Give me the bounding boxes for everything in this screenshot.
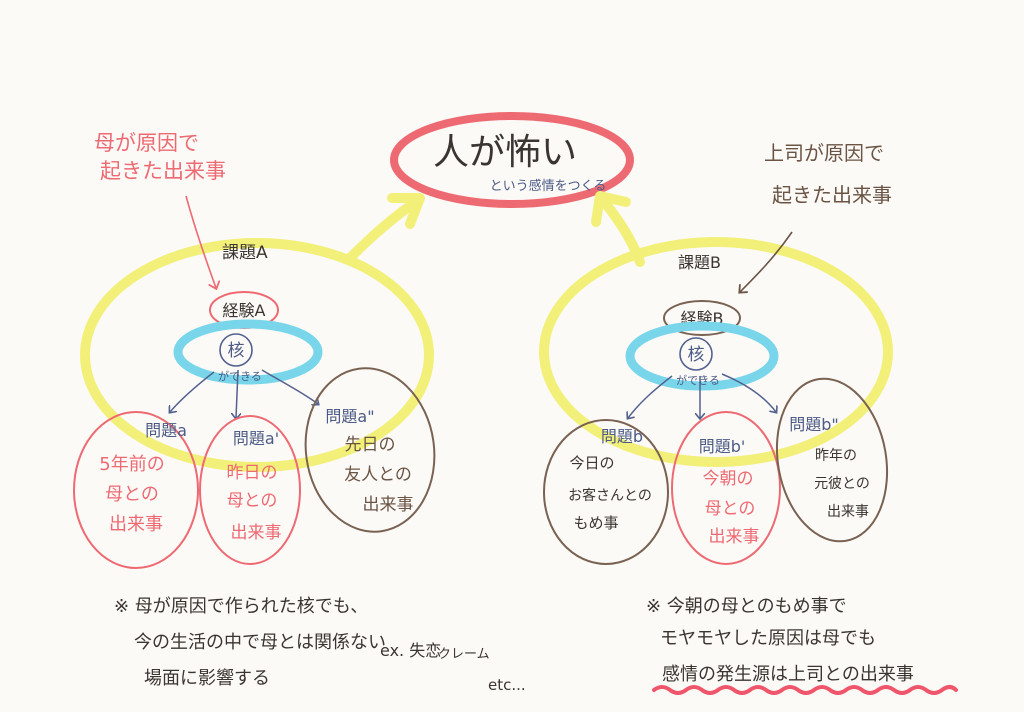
yellow-arrow-left [345, 193, 425, 263]
left-problem-a-line2: 母との [105, 484, 159, 505]
left-branch-arrow-a2 [236, 369, 238, 418]
left-cause-arrow [185, 195, 216, 288]
left-problem-a-prime-label: 問題a' [233, 429, 279, 448]
right-cause-arrow [740, 231, 793, 292]
right-problem-b-line1: 今日の [569, 454, 614, 472]
left-problem-a-line1: 5年前の [99, 454, 164, 475]
left-cause-line1: 母が原因で [94, 131, 199, 155]
right-branch-arrow-b [628, 375, 673, 418]
left-problem-a: 問題a 5年前の 母との 出来事 [73, 411, 199, 569]
right-cause-line1: 上司が原因で [764, 141, 884, 165]
title-group: 人が怖い という感情をつくる [390, 112, 634, 208]
left-problem-a-dprime-line1: 先日の [345, 435, 396, 455]
right-problem-b-line3: もめ事 [573, 514, 618, 532]
right-problem-b-dprime-line1: 昨年の [815, 448, 857, 464]
right-core-label: 核 [688, 345, 705, 365]
left-ex-line3: etc... [488, 676, 526, 694]
left-ex-line1: ex. 失恋 [380, 641, 441, 660]
left-yellow-ring [80, 238, 434, 472]
right-problem-b-dprime-line3: 出来事 [827, 504, 869, 520]
right-core-caption: ができる [676, 373, 720, 387]
right-task-label: 課題B [678, 253, 721, 272]
left-core-caption: ができる [218, 369, 262, 383]
right-note: ※ 今朝の母とのもめ事で モヤモヤした原因は母でも 感情の発生源は上司との出来事 [646, 596, 958, 695]
left-branch-arrow-a3 [261, 369, 318, 404]
left-problem-a-prime-line1: 昨日の [227, 463, 278, 483]
left-cyan-ring [173, 319, 323, 385]
right-core-circle [679, 337, 713, 371]
right-note-line3: 感情の発生源は上司との出来事 [662, 664, 914, 685]
left-ex-line2: クレーム [438, 647, 490, 662]
left-problem-a-dprime-line3: 出来事 [363, 495, 414, 515]
left-task-label: 課題A [222, 243, 268, 263]
left-core-label: 核 [228, 341, 245, 361]
right-problem-b-dprime-label: 問題b" [789, 415, 839, 434]
right-problem-b-prime-label: 問題b' [699, 437, 746, 456]
title-sub: という感情をつくる [490, 178, 607, 194]
title-main: 人が怖い [433, 132, 577, 173]
left-note-line2: 今の生活の中で母とは関係ない [134, 632, 386, 653]
right-yellow-ring [539, 237, 893, 467]
right-problem-b-label: 問題b [601, 427, 643, 446]
right-note-line1: ※ 今朝の母とのもめ事で [646, 596, 847, 617]
right-problem-b-prime-line1: 今朝の [703, 469, 754, 489]
right-experience-circle [663, 300, 741, 336]
right-cluster: 上司が原因で 起きた出来事 課題B 経験B 核 ができる 問題b 今日の お客さ… [539, 141, 893, 565]
left-problem-a-line3: 出来事 [109, 514, 163, 535]
left-cause-line2: 起きた出来事 [100, 159, 226, 183]
left-note: ※ 母が原因で作られた核でも、 今の生活の中で母とは関係ない 場面に影響する e… [114, 596, 526, 694]
right-problem-b-dprime: 問題b" 昨年の 元彼との 出来事 [775, 377, 889, 543]
left-core-circle [219, 333, 253, 367]
right-branch-arrow-b3 [721, 373, 776, 412]
right-problem-b-dprime-line2: 元彼との [814, 476, 870, 492]
right-cyan-ring [625, 321, 779, 391]
right-problem-b-line2: お客さんとの [568, 487, 652, 504]
left-note-line3: 場面に影響する [144, 668, 270, 689]
left-branch-arrow-a [170, 371, 215, 412]
right-problem-b: 問題b 今日の お客さんとの もめ事 [543, 419, 669, 565]
right-problem-b-prime-line3: 出来事 [709, 527, 760, 547]
right-cause-line2: 起きた出来事 [772, 183, 892, 207]
left-problem-a-prime-line2: 母との [227, 491, 278, 511]
title-ellipse [390, 112, 634, 208]
right-problem-b-prime-line2: 母との [705, 499, 756, 519]
left-experience-label: 経験A [223, 301, 266, 320]
right-note-line2: モヤモヤした原因は母でも [660, 628, 876, 649]
left-problem-a-dprime-label: 問題a" [325, 407, 374, 426]
left-problem-a-prime: 問題a' 昨日の 母との 出来事 [199, 415, 301, 565]
left-note-line1: ※ 母が原因で作られた核でも、 [114, 596, 368, 617]
left-problem-a-prime-line3: 出来事 [231, 523, 282, 543]
left-cluster: 母が原因で 起きた出来事 課題A 経験A 核 ができる 問題a 5年前の 母との… [73, 131, 436, 569]
right-problem-b-prime: 問題b' 今朝の 母との 出来事 [671, 411, 781, 565]
left-problem-a-dprime: 問題a" 先日の 友人との 出来事 [304, 367, 436, 533]
left-problem-a-label: 問題a [145, 421, 187, 440]
left-problem-a-dprime-line2: 友人との [344, 465, 412, 485]
right-note-wave [652, 685, 958, 695]
